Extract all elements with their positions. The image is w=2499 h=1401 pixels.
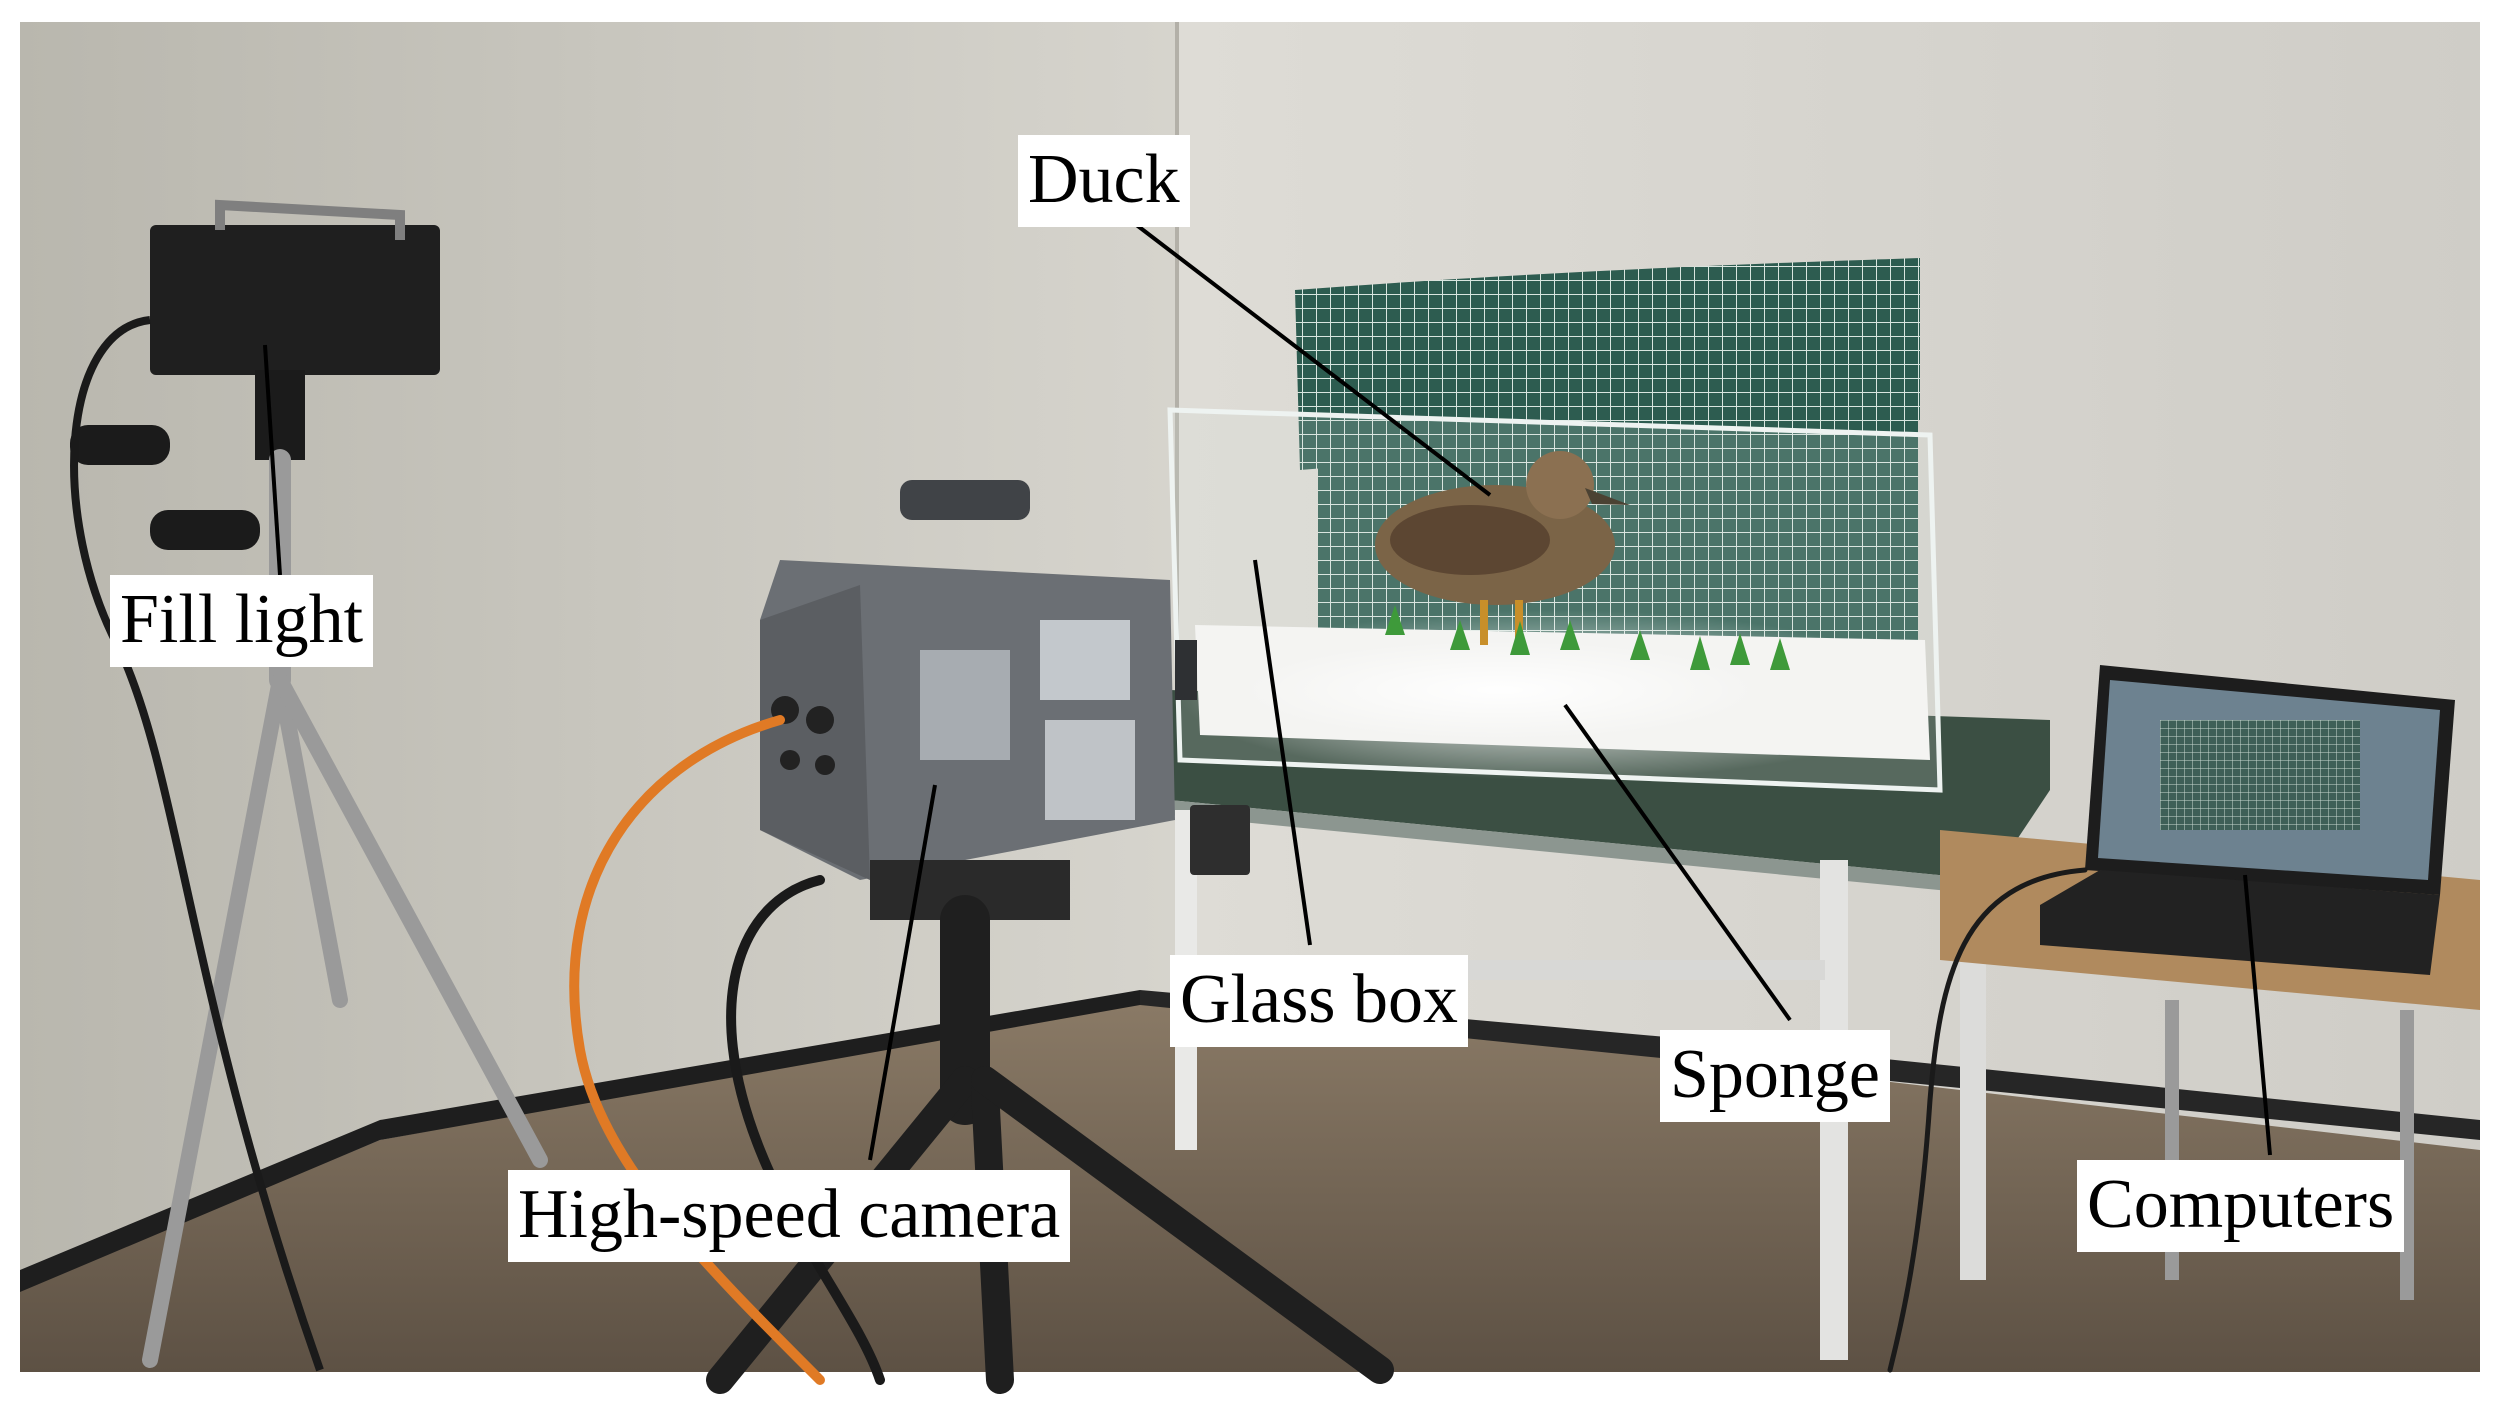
label-sponge: Sponge xyxy=(1660,1030,1890,1122)
laptop xyxy=(1940,665,2480,1300)
label-duck: Duck xyxy=(1018,135,1190,227)
fake-grass xyxy=(1385,605,1790,670)
high-speed-camera xyxy=(760,480,1197,880)
label-glass-box: Glass box xyxy=(1170,955,1469,1047)
label-computers: Computers xyxy=(2077,1160,2405,1252)
label-high-speed-camera: High-speed camera xyxy=(508,1170,1071,1262)
duck xyxy=(1375,451,1630,645)
cables xyxy=(569,715,2088,1385)
label-fill-light: Fill light xyxy=(110,575,374,667)
pointer-lines xyxy=(263,218,2272,1161)
